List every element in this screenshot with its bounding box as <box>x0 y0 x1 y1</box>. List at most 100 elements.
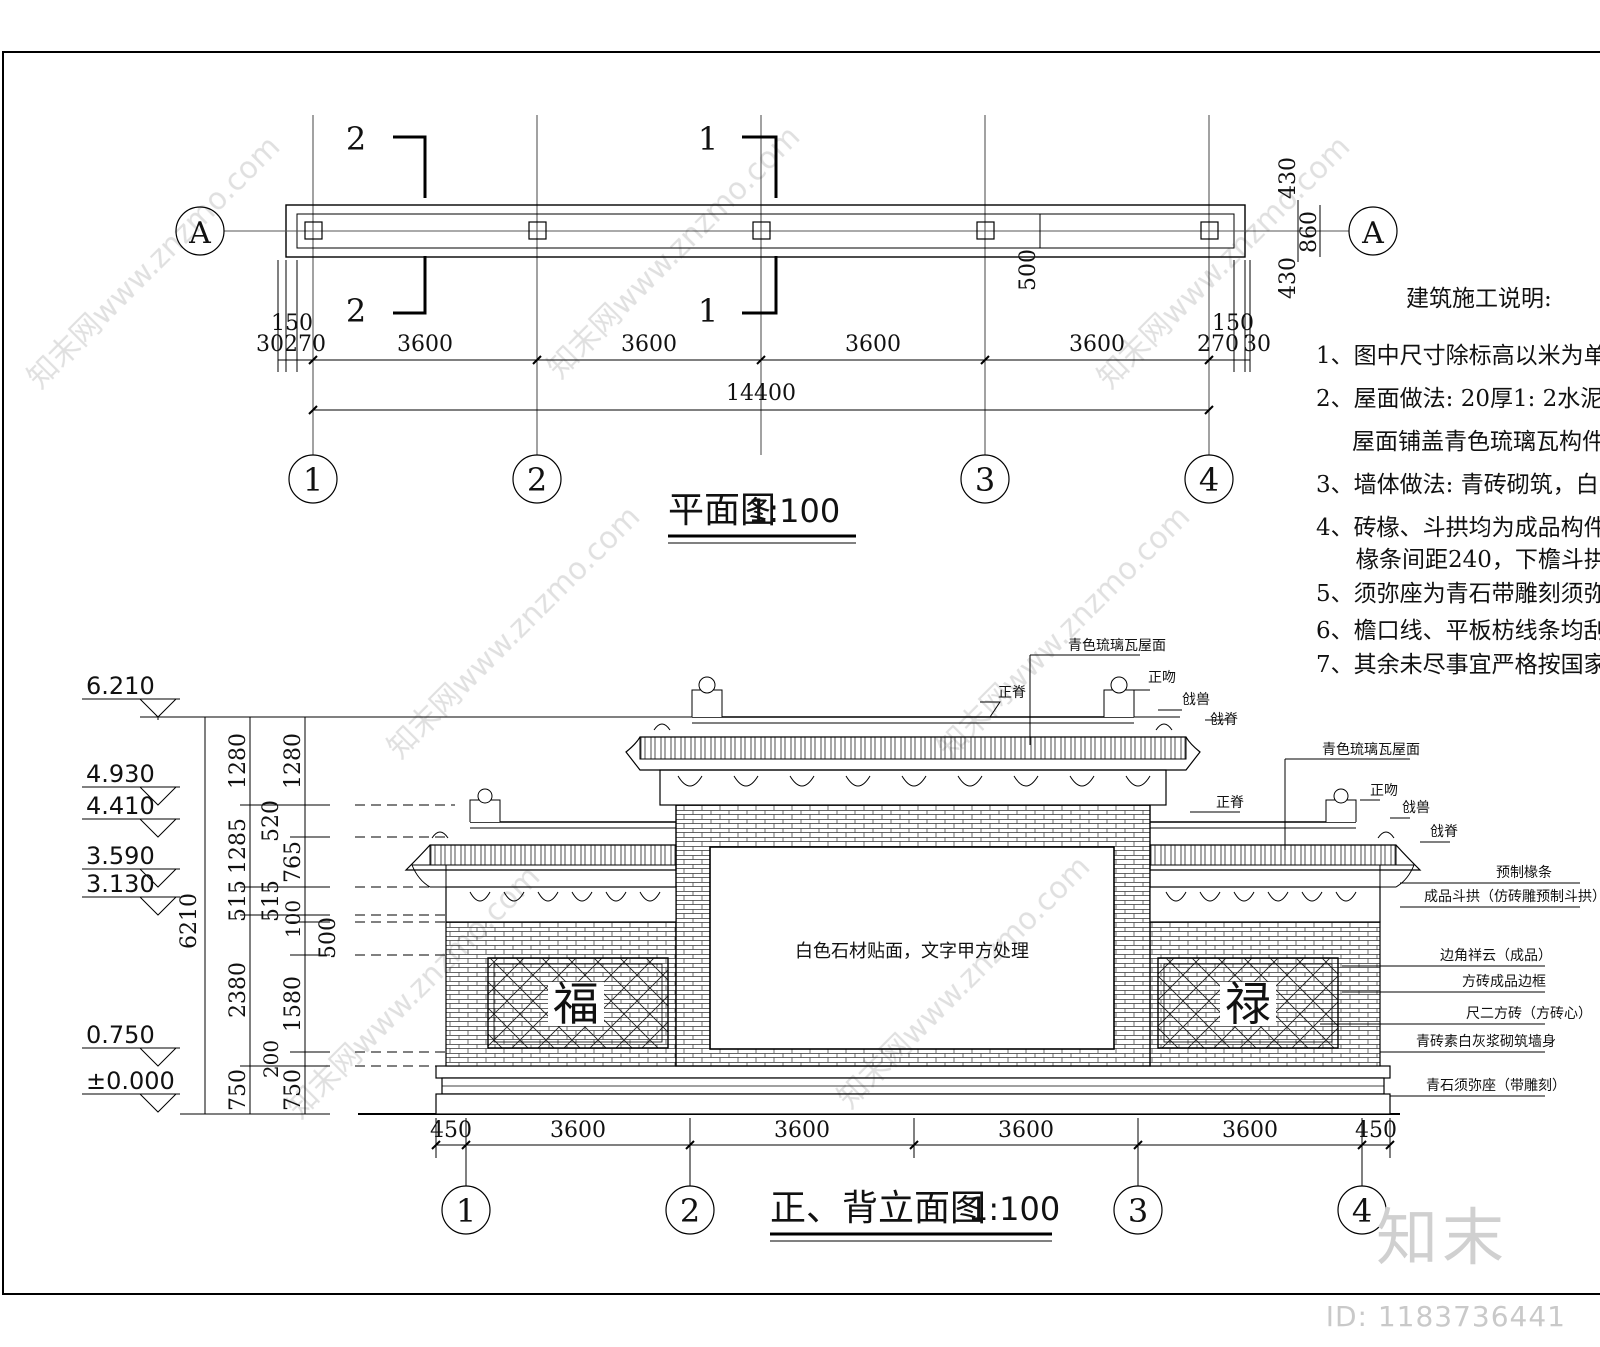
main-roof <box>625 676 1201 806</box>
axis-a-left-label: A <box>188 216 211 251</box>
plan-depth-430-top: 430 <box>1276 157 1301 199</box>
plan-dim-right-150: 150 <box>1212 311 1254 336</box>
notes-line-8: 6、檐口线、平板枋线条均刮腻子 <box>1316 618 1600 644</box>
level-4410: 4.410 <box>86 792 155 820</box>
notes-line-7: 5、须弥座为青石带雕刻须弥座, <box>1316 581 1600 607</box>
plan-inner-500: 500 <box>1016 249 1041 291</box>
left-panel-char: 福 <box>553 977 599 1031</box>
dim-col2-520: 520 <box>259 800 284 842</box>
plan-title: 平面图 <box>668 490 776 531</box>
dim-col2-765: 765 <box>281 841 306 883</box>
section-mark-1-bottom: 1 <box>698 292 718 330</box>
callout-plinth: 青石须弥座（带雕刻） <box>1426 1077 1566 1094</box>
plan-scale: 1:100 <box>748 492 840 530</box>
svg-text:知末网www.znzmo.com: 知末网www.znzmo.com <box>381 499 647 765</box>
axis-a-right-bubble <box>1348 206 1398 256</box>
callout-dougong: 成品斗拱（仿砖雕预制斗拱） <box>1424 889 1600 905</box>
elev-axis-4: 4 <box>1352 1192 1372 1230</box>
dim-col2-1580: 1580 <box>281 976 306 1032</box>
plan-dim-left-30: 30 <box>256 332 284 357</box>
dim-col2-750: 750 <box>281 1069 306 1111</box>
plan-dim-right-30: 30 <box>1243 332 1271 357</box>
callout-zhengji-top: 正脊 <box>998 685 1026 701</box>
right-panel-char: 禄 <box>1225 977 1271 1031</box>
dim-col2-200: 200 <box>259 1040 283 1078</box>
notes-title: 建筑施工说明: <box>1406 286 1552 312</box>
dim-col1-750: 750 <box>226 1069 251 1111</box>
svg-text:知末网www.znzmo.com: 知末网www.znzmo.com <box>21 129 287 395</box>
dim-col1-2380: 2380 <box>226 962 251 1018</box>
section-mark-2-bottom: 2 <box>346 292 366 330</box>
callout-brick-frame: 方砖成品边框 <box>1462 974 1546 990</box>
level-3590: 3.590 <box>86 842 155 870</box>
plan-dim-total: 14400 <box>726 381 796 406</box>
elevation-view: 6.210 4.930 4.410 3.590 3.130 0.750 ±0.0… <box>82 637 1600 1242</box>
plan-dim-bay-4: 3600 <box>1069 332 1125 357</box>
plan-dim-bay-3: 3600 <box>845 332 901 357</box>
callout-glazed-roof-side: 青色琉璃瓦屋面 <box>1322 741 1420 758</box>
level-3130: 3.130 <box>86 870 155 898</box>
plan-dim-right-270: 270 <box>1197 332 1239 357</box>
callout-zhengwen-top: 正吻 <box>1148 670 1176 686</box>
section-mark-2-top: 2 <box>346 120 366 158</box>
plan-depth-430-bottom: 430 <box>1276 257 1301 299</box>
plan-view: A A 2 2 1 1 <box>175 115 1398 544</box>
elevation-scale: 1:100 <box>968 1190 1060 1228</box>
plan-axis-1: 1 <box>303 461 323 499</box>
axis-a-right-label: A <box>1361 216 1384 251</box>
notes-line-6: 椽条间距240，下檐斗拱间 <box>1356 547 1600 573</box>
dim-col1-1280: 1280 <box>226 733 251 789</box>
callout-qiangji-side: 戗脊 <box>1430 824 1458 840</box>
callout-glazed-roof-top: 青色琉璃瓦屋面 <box>1068 637 1166 654</box>
plan-dim-bay-1: 3600 <box>397 332 453 357</box>
plan-dim-bay-2: 3600 <box>621 332 677 357</box>
axis-a-left-bubble <box>175 206 225 256</box>
svg-text:知末网www.znzmo.com: 知末网www.znzmo.com <box>931 499 1197 765</box>
callout-wall-body: 青砖素白灰浆砌筑墙身 <box>1416 1034 1556 1050</box>
construction-notes: 建筑施工说明: 1、图中尺寸除标高以米为单位外 2、屋面做法: 20厚1: 2水… <box>1316 286 1600 678</box>
sheet-frame <box>2 51 1600 1295</box>
plinth-lower <box>435 1093 1391 1115</box>
callout-qiangshou-side: 戗兽 <box>1402 800 1430 816</box>
level-0000: ±0.000 <box>86 1067 175 1095</box>
plan-axis-4: 4 <box>1199 461 1219 499</box>
notes-line-4: 3、墙体做法: 青砖砌筑，白灰勾 <box>1316 472 1600 498</box>
elev-dim-bay-1: 3600 <box>550 1118 606 1143</box>
notes-line-2: 2、屋面做法: 20厚1: 2水泥砂浆 <box>1316 386 1600 412</box>
dim-col2-500: 500 <box>316 917 341 959</box>
level-6210: 6.210 <box>86 672 155 700</box>
callout-qiangshou-top: 戗兽 <box>1182 692 1210 708</box>
plinth-upper <box>435 1065 1391 1079</box>
level-4930: 4.930 <box>86 760 155 788</box>
plan-axis-2: 2 <box>527 461 547 499</box>
notes-line-5: 4、砖椽、斗拱均为成品构件（仿 <box>1316 515 1600 541</box>
plan-axis-3: 3 <box>975 461 995 499</box>
elev-dim-450-right: 450 <box>1355 1118 1397 1143</box>
elev-axis-3: 3 <box>1128 1192 1148 1230</box>
right-roof <box>1149 788 1422 923</box>
center-stone-panel <box>709 846 1115 1050</box>
center-panel-text: 白色石材贴面，文字甲方处理 <box>795 941 1029 962</box>
section-mark-1-top: 1 <box>698 120 718 158</box>
notes-line-1: 1、图中尺寸除标高以米为单位外 <box>1316 343 1600 369</box>
dim-col2-100: 100 <box>281 900 305 938</box>
callout-zhengwen-side: 正吻 <box>1370 783 1398 799</box>
dim-col1-515: 515 <box>226 880 251 922</box>
plan-depth-860: 860 <box>1297 211 1322 253</box>
dim-col2-1280: 1280 <box>281 733 306 789</box>
elev-dim-bay-4: 3600 <box>1222 1118 1278 1143</box>
elev-axis-2: 2 <box>680 1192 700 1230</box>
callout-square-brick: 尺二方砖（方砖心） <box>1466 1006 1592 1022</box>
callout-rafters: 预制椽条 <box>1496 864 1552 881</box>
elev-dim-bay-2: 3600 <box>774 1118 830 1143</box>
brand-watermark: 知末 <box>1375 1201 1508 1274</box>
plan-dim-left-150: 150 <box>271 311 313 336</box>
dim-col1-total: 6210 <box>177 893 202 949</box>
dim-col2-515: 515 <box>259 880 284 922</box>
notes-line-3: 屋面铺盖青色琉璃瓦构件规格 <box>1352 429 1600 455</box>
left-roof <box>404 788 677 923</box>
elevation-title: 正、背立面图 <box>770 1188 986 1229</box>
elev-dim-bay-3: 3600 <box>998 1118 1054 1143</box>
notes-line-9: 7、其余未尽事宜严格按国家现行 <box>1316 652 1600 678</box>
